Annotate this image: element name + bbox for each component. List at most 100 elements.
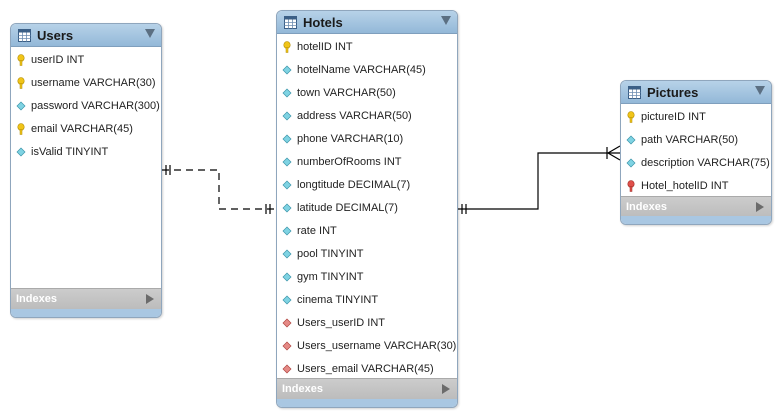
- column-name: username VARCHAR(30): [31, 76, 156, 89]
- table-grid-icon: [18, 28, 31, 42]
- expand-arrow-icon[interactable]: [442, 384, 450, 394]
- column-name: address VARCHAR(50): [297, 109, 412, 122]
- column-row[interactable]: Hotel_hotelID INT: [621, 174, 771, 197]
- indexes-label: Indexes: [626, 201, 667, 213]
- table-grid-icon: [628, 85, 641, 99]
- column-row[interactable]: cinema TINYINT: [277, 288, 457, 311]
- column-name: password VARCHAR(300): [31, 99, 160, 112]
- pictures-columns: pictureID INT path VARCHAR(50) descripti…: [621, 104, 771, 197]
- column-name: phone VARCHAR(10): [297, 132, 404, 145]
- column-name: town VARCHAR(50): [297, 86, 396, 99]
- diamond-icon: [282, 65, 292, 74]
- diamond-icon: [282, 134, 292, 143]
- indexes-label: Indexes: [282, 383, 323, 395]
- hotels-table[interactable]: Hotels hotelID INT hotelName VARCHAR(45)…: [276, 10, 458, 408]
- crowfoot-upper: [607, 145, 621, 154]
- indexes-label: Indexes: [16, 293, 57, 305]
- column-name: gym TINYINT: [297, 270, 364, 283]
- column-row[interactable]: hotelID INT: [277, 35, 457, 58]
- key-icon: [627, 110, 635, 123]
- hotels-table-header[interactable]: Hotels: [277, 11, 457, 34]
- diamond-icon: [282, 180, 292, 189]
- column-row[interactable]: gym TINYINT: [277, 265, 457, 288]
- pictures-table[interactable]: Pictures pictureID INT path VARCHAR(50) …: [620, 80, 772, 225]
- column-row[interactable]: longtitude DECIMAL(7): [277, 173, 457, 196]
- table-footer: [11, 309, 161, 317]
- diamond-icon: [282, 111, 292, 120]
- collapse-arrow-icon[interactable]: [441, 16, 451, 25]
- column-name: pool TINYINT: [297, 247, 364, 260]
- column-row[interactable]: password VARCHAR(300): [11, 94, 161, 117]
- table-footer: [621, 216, 771, 224]
- column-name: Hotel_hotelID INT: [641, 179, 729, 192]
- fk-diamond-icon: [282, 318, 292, 327]
- expand-arrow-icon[interactable]: [146, 294, 154, 304]
- column-name: userID INT: [31, 53, 85, 66]
- column-row[interactable]: pictureID INT: [621, 105, 771, 128]
- column-row[interactable]: email VARCHAR(45): [11, 117, 161, 140]
- key-icon: [17, 76, 25, 89]
- column-row[interactable]: rate INT: [277, 219, 457, 242]
- column-name: path VARCHAR(50): [641, 133, 738, 146]
- expand-arrow-icon[interactable]: [756, 202, 764, 212]
- column-row[interactable]: phone VARCHAR(10): [277, 127, 457, 150]
- fk-key-icon: [627, 179, 635, 192]
- pictures-table-title: Pictures: [647, 84, 699, 100]
- column-row[interactable]: numberOfRooms INT: [277, 150, 457, 173]
- pictures-indexes-bar[interactable]: Indexes: [621, 196, 771, 217]
- column-row[interactable]: username VARCHAR(30): [11, 71, 161, 94]
- diamond-icon: [282, 249, 292, 258]
- column-row[interactable]: hotelName VARCHAR(45): [277, 58, 457, 81]
- column-name: numberOfRooms INT: [297, 155, 402, 168]
- users-columns: userID INT username VARCHAR(30) password…: [11, 47, 161, 163]
- users-table[interactable]: Users userID INT username VARCHAR(30) pa…: [10, 23, 162, 318]
- users-table-header[interactable]: Users: [11, 24, 161, 47]
- column-row[interactable]: Users_userID INT: [277, 311, 457, 334]
- column-name: longtitude DECIMAL(7): [297, 178, 411, 191]
- column-row[interactable]: address VARCHAR(50): [277, 104, 457, 127]
- column-name: cinema TINYINT: [297, 293, 379, 306]
- hotels-pictures-relationship[interactable]: [458, 145, 621, 214]
- column-name: isValid TINYINT: [31, 145, 109, 158]
- diamond-icon: [282, 295, 292, 304]
- diamond-icon: [282, 88, 292, 97]
- column-name: Users_email VARCHAR(45): [297, 362, 434, 375]
- column-name: hotelName VARCHAR(45): [297, 63, 426, 76]
- users-table-title: Users: [37, 27, 74, 43]
- column-row[interactable]: description VARCHAR(75): [621, 151, 771, 174]
- diamond-icon: [626, 158, 636, 167]
- collapse-arrow-icon[interactable]: [755, 86, 765, 95]
- column-name: email VARCHAR(45): [31, 122, 133, 135]
- column-name: hotelID INT: [297, 40, 353, 53]
- column-name: Users_username VARCHAR(30): [297, 339, 457, 352]
- diamond-icon: [282, 203, 292, 212]
- column-row[interactable]: Users_username VARCHAR(30): [277, 334, 457, 357]
- diamond-icon: [282, 226, 292, 235]
- column-name: latitude DECIMAL(7): [297, 201, 398, 214]
- key-icon: [17, 122, 25, 135]
- column-row[interactable]: town VARCHAR(50): [277, 81, 457, 104]
- column-row[interactable]: latitude DECIMAL(7): [277, 196, 457, 219]
- crowfoot-lower: [607, 152, 621, 161]
- collapse-arrow-icon[interactable]: [145, 29, 155, 38]
- column-row[interactable]: path VARCHAR(50): [621, 128, 771, 151]
- diamond-icon: [282, 272, 292, 281]
- column-name: Users_userID INT: [297, 316, 386, 329]
- diamond-icon: [16, 101, 26, 110]
- column-name: rate INT: [297, 224, 337, 237]
- hotels-table-title: Hotels: [303, 14, 343, 30]
- key-icon: [17, 53, 25, 66]
- fk-diamond-icon: [282, 341, 292, 350]
- column-row[interactable]: pool TINYINT: [277, 242, 457, 265]
- hotels-indexes-bar[interactable]: Indexes: [277, 378, 457, 399]
- key-icon: [283, 40, 291, 53]
- column-row[interactable]: userID INT: [11, 48, 161, 71]
- pictures-table-header[interactable]: Pictures: [621, 81, 771, 104]
- column-name: pictureID INT: [641, 110, 706, 123]
- column-row[interactable]: Users_email VARCHAR(45): [277, 357, 457, 380]
- column-name: description VARCHAR(75): [641, 156, 770, 169]
- users-hotels-relationship[interactable]: [162, 165, 276, 214]
- column-row[interactable]: isValid TINYINT: [11, 140, 161, 163]
- users-indexes-bar[interactable]: Indexes: [11, 288, 161, 309]
